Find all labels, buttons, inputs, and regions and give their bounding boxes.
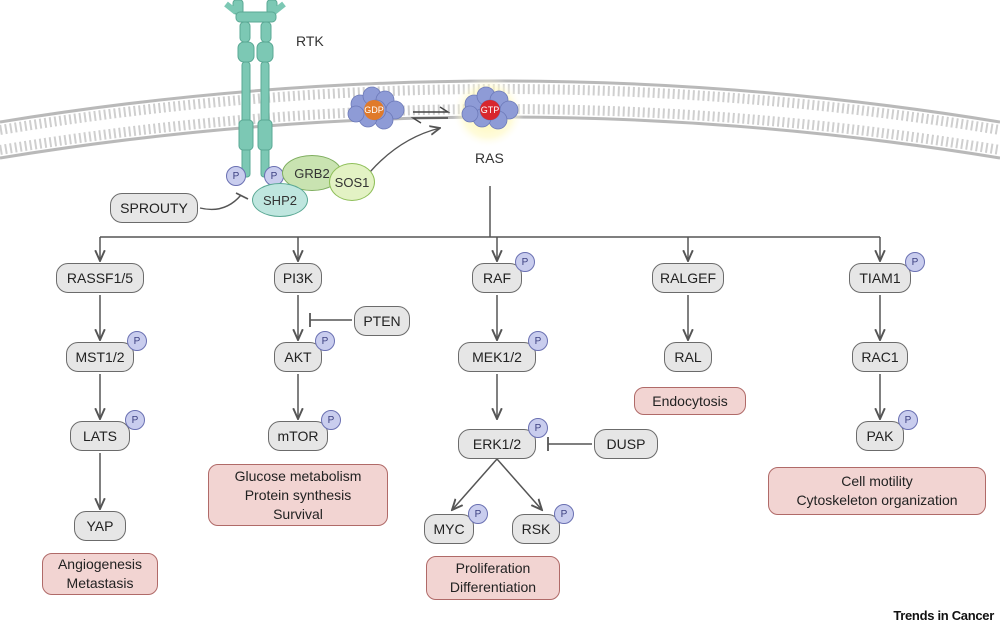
phospho-badge: P <box>515 252 535 272</box>
pi3k-node: PI3K <box>274 263 322 293</box>
gtp-label: GTP <box>481 105 500 115</box>
ras-label: RAS <box>475 150 504 166</box>
mtor-node: mTOR <box>268 421 328 451</box>
journal-brand: Trends in Cancer <box>893 608 994 623</box>
pten-node: PTEN <box>354 306 410 336</box>
shp2-phosphatase: SHP2 <box>252 183 308 217</box>
phospho-badge: P <box>905 252 925 272</box>
sos-to-ras-arrow <box>369 128 440 173</box>
phospho-badge: P <box>554 504 574 524</box>
phospho-badge: P <box>321 410 341 430</box>
cascade-arrows <box>100 295 880 510</box>
sprouty-inhibition <box>199 194 242 211</box>
mek-node: MEK1/2 <box>458 342 536 372</box>
sos1-adaptor: SOS1 <box>329 163 375 201</box>
yap-node: YAP <box>74 511 126 541</box>
phospho-badge: P <box>898 410 918 430</box>
phospho-badge: P <box>468 504 488 524</box>
gtp-molecule <box>480 100 500 120</box>
ralgef-node: RALGEF <box>652 263 724 293</box>
rsk-node: RSK <box>512 514 560 544</box>
branch-arrows <box>100 237 880 261</box>
phospho-badge: P <box>315 331 335 351</box>
lats-node: LATS <box>70 421 130 451</box>
rassf-node: RASSF1/5 <box>56 263 144 293</box>
outcome-endocytosis: Endocytosis <box>634 387 746 415</box>
phospho-badge: P <box>528 418 548 438</box>
akt-node: AKT <box>274 342 322 372</box>
mst-node: MST1/2 <box>66 342 134 372</box>
phospho-badge: P <box>528 331 548 351</box>
dusp-node: DUSP <box>594 429 658 459</box>
gdp-label: GDP <box>364 105 384 115</box>
myc-node: MYC <box>424 514 474 544</box>
phospho-badge: P <box>125 410 145 430</box>
phospho-badge: P <box>226 166 246 186</box>
pak-node: PAK <box>856 421 904 451</box>
rac1-node: RAC1 <box>852 342 908 372</box>
rtk-label: RTK <box>296 33 324 49</box>
tiam1-node: TIAM1 <box>849 263 911 293</box>
phospho-badge: P <box>127 331 147 351</box>
sprouty-node: SPROUTY <box>110 193 198 223</box>
raf-node: RAF <box>472 263 522 293</box>
gdp-molecule <box>364 100 384 120</box>
erk-node: ERK1/2 <box>458 429 536 459</box>
equilibrium-arrows <box>410 106 451 124</box>
rtk-receptor <box>224 0 286 178</box>
ral-node: RAL <box>664 342 712 372</box>
